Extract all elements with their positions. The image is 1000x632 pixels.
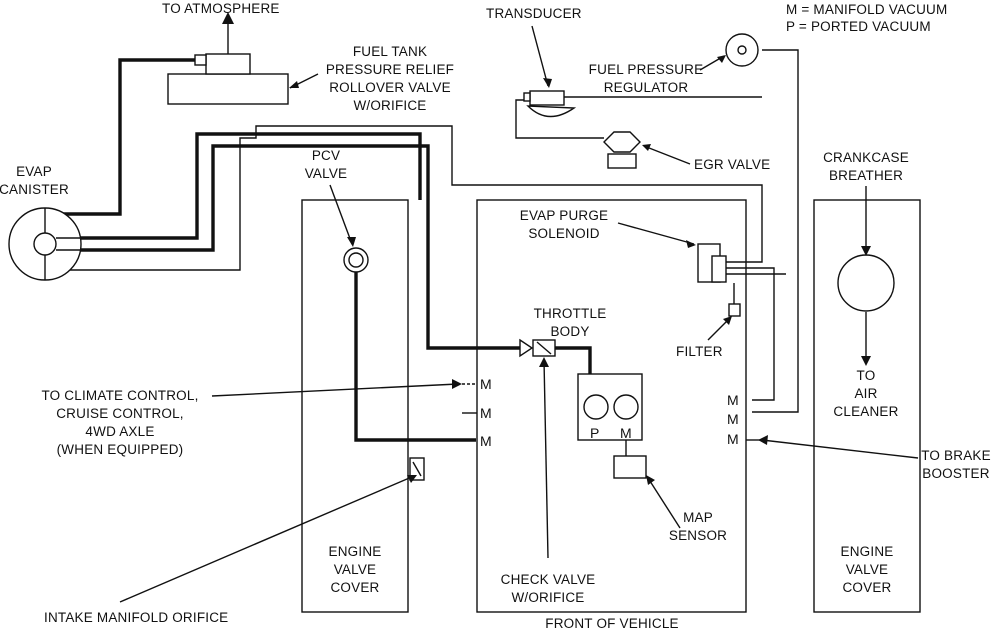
fuel-pressure-regulator-label: FUEL PRESSURE REGULATOR xyxy=(589,62,704,95)
check-valve xyxy=(519,338,556,358)
climate-pointer xyxy=(211,383,459,397)
svg-text:CHECK VALVE: CHECK VALVE xyxy=(501,572,596,587)
svg-text:AIR: AIR xyxy=(854,386,877,401)
svg-text:TO BRAKE: TO BRAKE xyxy=(921,448,991,463)
solenoid-pointer xyxy=(617,222,695,245)
intake-manifold-orifice-label: INTAKE MANIFOLD ORIFICE xyxy=(44,610,228,625)
throttle-body xyxy=(577,373,643,441)
throttle-m-port: M xyxy=(620,425,632,441)
svg-text:EVAP: EVAP xyxy=(16,164,52,179)
svg-text:VALVE: VALVE xyxy=(305,166,348,181)
svg-text:PCV: PCV xyxy=(312,148,340,163)
canister-to-vent-hose xyxy=(58,132,422,240)
svg-text:VALVE: VALVE xyxy=(334,562,377,577)
svg-text:VALVE: VALVE xyxy=(846,562,889,577)
svg-text:CRUISE CONTROL,: CRUISE CONTROL, xyxy=(56,406,184,421)
check-valve-label: CHECK VALVE W/ORIFICE xyxy=(501,572,596,605)
egr-pointer xyxy=(643,145,691,165)
egr-valve-label: EGR VALVE xyxy=(694,157,770,172)
svg-text:(WHEN EQUIPPED): (WHEN EQUIPPED) xyxy=(57,442,184,457)
svg-text:BREATHER: BREATHER xyxy=(829,168,903,183)
svg-text:CLEANER: CLEANER xyxy=(833,404,898,419)
check-valve-pointer xyxy=(543,359,549,559)
evap-canister-label: EVAP CANISTER xyxy=(0,164,69,197)
front-of-vehicle-label: FRONT OF VEHICLE xyxy=(545,616,678,631)
pcv-valve xyxy=(343,247,369,273)
map-pointer xyxy=(647,477,681,529)
svg-text:W/ORIFICE: W/ORIFICE xyxy=(353,98,426,113)
right-m-port-1: M xyxy=(727,392,739,408)
svg-text:4WD AXLE: 4WD AXLE xyxy=(85,424,154,439)
svg-text:SENSOR: SENSOR xyxy=(669,528,727,543)
svg-text:PRESSURE RELIEF: PRESSURE RELIEF xyxy=(326,62,454,77)
intake-manifold-orifice xyxy=(409,457,425,481)
evap-canister xyxy=(8,207,82,281)
right-engine-valve-cover-label: ENGINE VALVE COVER xyxy=(841,544,894,595)
throttle-p-port: P xyxy=(590,425,599,441)
transducer xyxy=(523,90,577,118)
svg-text:THROTTLE: THROTTLE xyxy=(534,306,607,321)
to-climate-control-label: TO CLIMATE CONTROL, CRUISE CONTROL, 4WD … xyxy=(41,388,198,457)
evap-purge-solenoid-label: EVAP PURGE SOLENOID xyxy=(520,208,609,241)
canister-to-intake-hose xyxy=(58,144,520,350)
fuel-pressure-regulator xyxy=(725,33,759,67)
right-m-port-2: M xyxy=(727,411,739,427)
svg-text:W/ORIFICE: W/ORIFICE xyxy=(511,590,584,605)
svg-text:ROLLOVER VALVE: ROLLOVER VALVE xyxy=(329,80,451,95)
canister-to-rollover-hose xyxy=(45,58,199,216)
svg-text:ENGINE: ENGINE xyxy=(329,544,382,559)
transducer-label: TRANSDUCER xyxy=(486,6,582,21)
canister-purge-line xyxy=(58,125,763,271)
map-sensor xyxy=(613,455,647,479)
svg-text:TO CLIMATE CONTROL,: TO CLIMATE CONTROL, xyxy=(41,388,198,403)
svg-text:EVAP PURGE: EVAP PURGE xyxy=(520,208,609,223)
brake-pointer xyxy=(761,439,919,459)
left-m-port-3: M xyxy=(480,433,492,449)
pcv-valve-label: PCV VALVE xyxy=(305,148,348,181)
throttle-body-label: THROTTLE BODY xyxy=(534,306,607,339)
svg-text:CANISTER: CANISTER xyxy=(0,182,69,197)
transducer-loop-line xyxy=(515,99,604,139)
legend-manifold: M = MANIFOLD VACUUM xyxy=(786,2,947,17)
crankcase-breather-label: CRANKCASE BREATHER xyxy=(823,150,909,183)
to-air-cleaner-label: TO AIR CLEANER xyxy=(833,368,898,419)
svg-text:MAP: MAP xyxy=(683,510,713,525)
filter xyxy=(728,303,741,317)
svg-text:COVER: COVER xyxy=(842,580,891,595)
egr-valve xyxy=(603,131,641,169)
legend-ported: P = PORTED VACUUM xyxy=(786,19,931,34)
pcv-to-manifold-hose xyxy=(354,262,476,442)
right-m-port-3: M xyxy=(727,431,739,447)
filter-label: FILTER xyxy=(676,344,723,359)
orifice-pointer xyxy=(119,475,415,603)
svg-text:REGULATOR: REGULATOR xyxy=(604,80,689,95)
svg-text:FUEL TANK: FUEL TANK xyxy=(353,44,427,59)
svg-text:SOLENOID: SOLENOID xyxy=(528,226,599,241)
purge-to-manifold-line xyxy=(720,267,775,401)
svg-text:BODY: BODY xyxy=(550,324,589,339)
evap-purge-solenoid xyxy=(697,243,735,304)
regulator-line xyxy=(752,49,799,413)
transducer-pointer xyxy=(531,25,549,87)
left-m-port-1: M xyxy=(480,376,492,392)
svg-text:CRANKCASE: CRANKCASE xyxy=(823,150,909,165)
svg-text:COVER: COVER xyxy=(330,580,379,595)
svg-text:ENGINE: ENGINE xyxy=(841,544,894,559)
svg-text:FUEL PRESSURE: FUEL PRESSURE xyxy=(589,62,704,77)
svg-text:TO: TO xyxy=(857,368,876,383)
to-atmosphere-label: TO ATMOSPHERE xyxy=(162,1,280,16)
to-brake-booster-label: TO BRAKE BOOSTER xyxy=(921,448,991,481)
crankcase-breather xyxy=(837,254,895,312)
rollover-valve-label: FUEL TANK PRESSURE RELIEF ROLLOVER VALVE… xyxy=(326,44,454,113)
left-m-port-2: M xyxy=(480,405,492,421)
pcv-pointer xyxy=(329,184,353,245)
left-engine-valve-cover-label: ENGINE VALVE COVER xyxy=(329,544,382,595)
svg-text:BOOSTER: BOOSTER xyxy=(922,466,989,481)
rollover-valve xyxy=(167,12,289,105)
map-sensor-label: MAP SENSOR xyxy=(669,510,727,543)
